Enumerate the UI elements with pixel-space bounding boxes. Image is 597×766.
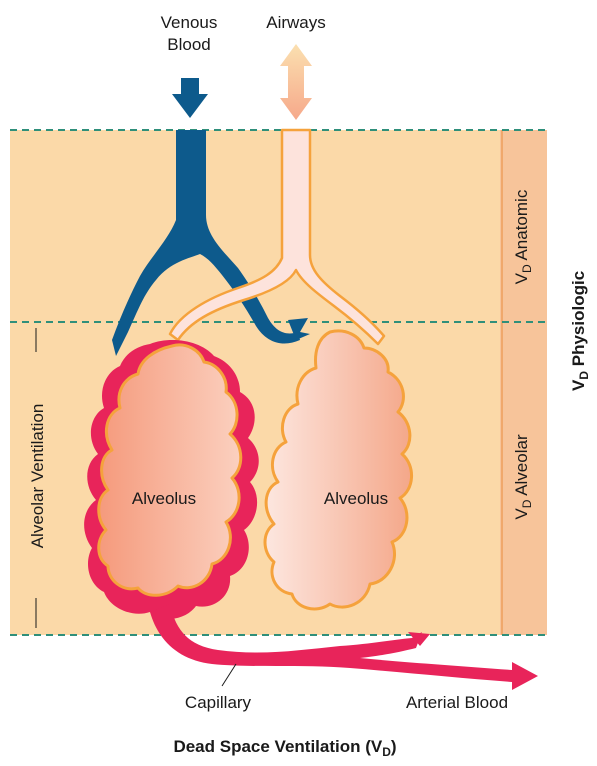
vd-anatomic-v: V	[512, 273, 531, 284]
vd-physiologic-label: VD Physiologic	[569, 271, 591, 391]
venous-blood-label: Venous Blood	[161, 12, 218, 56]
background-band	[10, 130, 500, 635]
venous-blood-label-line1: Venous	[161, 12, 218, 34]
vd-alveolar-v: V	[512, 508, 531, 519]
diagram-caption: Dead Space Ventilation (VD)	[173, 736, 396, 763]
airways-arrow	[280, 44, 312, 120]
vd-alveolar-label: VD Alveolar	[512, 422, 534, 532]
vd-physiologic-sub: D	[577, 371, 591, 380]
venous-arrow	[172, 78, 208, 118]
capillary-label: Capillary	[185, 692, 251, 714]
capillary-pointer	[222, 664, 236, 686]
vd-anatomic-sub: D	[520, 264, 534, 273]
arterial-blood-label: Arterial Blood	[406, 692, 508, 714]
venous-blood-label-line2: Blood	[161, 34, 218, 56]
airways-label: Airways	[266, 12, 326, 34]
vd-alveolar-suffix: Alveolar	[512, 434, 531, 499]
vd-physiologic-suffix: Physiologic	[569, 271, 588, 371]
alveolus-left-label: Alveolus	[132, 488, 196, 510]
caption-suffix: )	[391, 737, 397, 756]
vd-anatomic-suffix: Anatomic	[512, 190, 531, 265]
alveolus-right-label: Alveolus	[324, 488, 388, 510]
vd-alveolar-sub: D	[520, 500, 534, 509]
alveolar-ventilation-label: Alveolar Ventilation	[28, 396, 48, 556]
vd-anatomic-label: VD Anatomic	[512, 182, 534, 292]
caption-prefix: Dead Space Ventilation (V	[173, 737, 382, 756]
vd-physiologic-v: V	[569, 380, 588, 391]
